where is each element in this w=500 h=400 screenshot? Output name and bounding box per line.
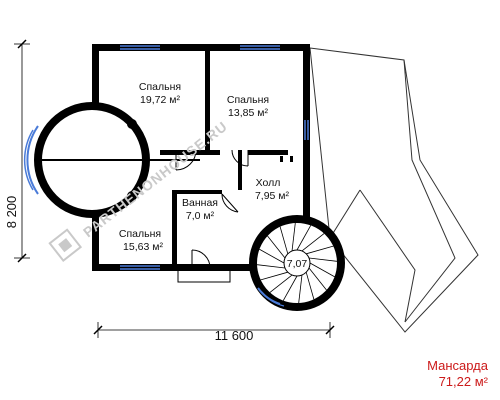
stair-tread: [306, 245, 334, 255]
height-dimension: [14, 39, 30, 263]
room-area-hall: 7,95 м²: [255, 190, 290, 202]
room-name-bedroom-3: Спальня: [119, 228, 161, 240]
stair-tread: [269, 274, 293, 293]
stair-tread: [305, 272, 315, 300]
doors: [175, 149, 249, 283]
stair-tread: [291, 222, 296, 252]
height-dimension-label: 8 200: [4, 196, 19, 229]
room-area-stair-tower: 7,07: [287, 258, 308, 270]
width-dimension-label: 11 600: [215, 328, 254, 343]
room-labels: Спальня 19,72 м² Спальня 13,85 м² Холл 7…: [119, 81, 307, 270]
interior-walls: [160, 44, 293, 270]
room-area-bedroom-2: 13,85 м²: [228, 107, 268, 119]
stair-tread: [282, 275, 298, 301]
tower-window-arc: [26, 125, 39, 195]
stair-tread: [298, 274, 303, 304]
room-area-bedroom-3: 15,63 м²: [123, 241, 163, 253]
stair-tread: [309, 262, 335, 278]
room-area-bathroom: 7,0 м²: [186, 210, 215, 222]
room-area-bedroom-1: 19,72 м²: [140, 94, 180, 106]
stair-tread: [308, 257, 338, 262]
stair-tread: [256, 264, 286, 269]
stair-tread: [267, 235, 286, 259]
stair-tread: [259, 248, 285, 264]
room-name-bedroom-2: Спальня: [227, 94, 269, 106]
width-dimension: [93, 322, 335, 338]
stair-tower: [249, 215, 345, 311]
stair-tread: [301, 233, 325, 252]
stair-tread: [260, 271, 288, 281]
stair-tread: [296, 225, 312, 251]
room-name-bedroom-1: Спальня: [139, 81, 181, 93]
floor-caption-area: 71,22 м²: [438, 374, 488, 389]
floor-caption-title: Мансарда: [427, 358, 488, 373]
room-name-bathroom: Ванная: [182, 197, 218, 209]
room-name-hall: Холл: [256, 177, 281, 189]
stair-tread: [308, 267, 327, 291]
stair-tread: [279, 226, 289, 254]
windows: [120, 45, 309, 270]
